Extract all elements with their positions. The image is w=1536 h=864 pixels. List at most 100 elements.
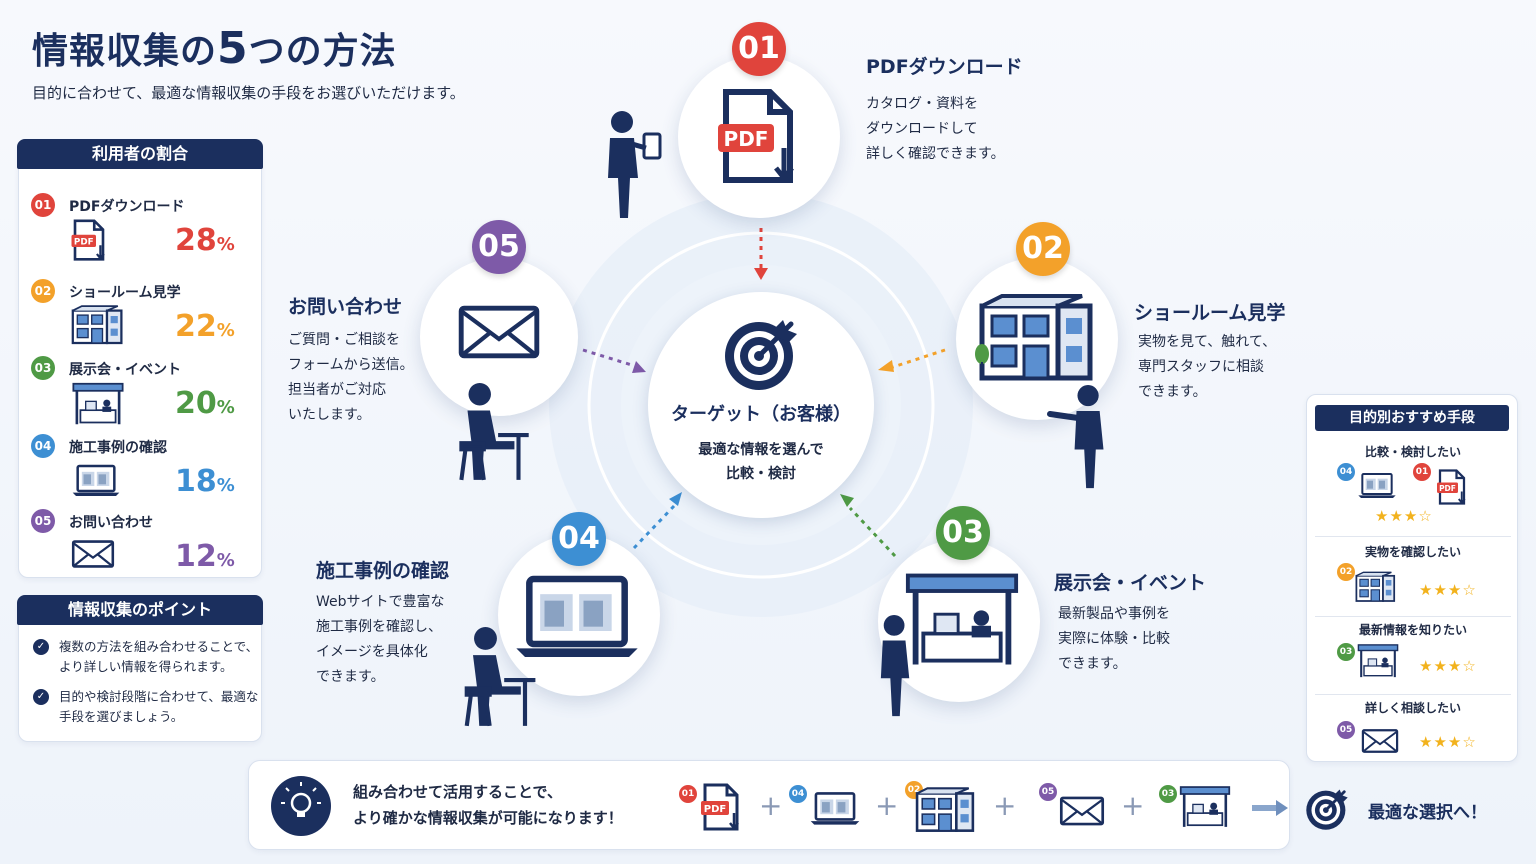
target-title: ターゲット（お客様） [671, 404, 851, 425]
recommend-item: 最新情報を知りたい 03 ★★★☆ [1315, 619, 1511, 695]
usage-percent: 28% [175, 223, 235, 258]
laptop-icon [809, 791, 861, 827]
points-panel: 情報収集のポイント ✓ 複数の方法を組み合わせることで、より詳しい情報を得られま… [17, 595, 263, 742]
booth-icon [1357, 643, 1399, 679]
method-05-circle [420, 258, 578, 416]
method-04-badge: 04 [552, 512, 606, 566]
person-desk-icon [460, 626, 538, 730]
building-icon [915, 787, 977, 833]
final-choice-text: 最適な選択へ！ [1368, 803, 1487, 823]
combination-banner: 組み合わせて活用することで、 より確かな情報収集が可能になります！ 01 + 0… [248, 760, 1290, 850]
target-icon [1304, 786, 1350, 832]
recommend-badge: 02 [1337, 563, 1355, 581]
tree-icon [975, 344, 989, 374]
person-tablet-icon [608, 111, 662, 218]
recommend-item: 詳しく相談したい 05 ★★★☆ [1315, 697, 1511, 761]
arrow-04 [632, 504, 676, 550]
recommend-badge: 04 [1337, 463, 1355, 481]
plus-icon: + [993, 789, 1017, 822]
page-title: 情報収集の5つの方法 [32, 23, 397, 74]
usage-label: PDFダウンロード [69, 199, 185, 215]
method-01-badge: 01 [732, 22, 786, 76]
sequence-badge: 05 [1039, 783, 1057, 801]
recommend-item: 比較・検討したい 04 01 ★★★☆ [1315, 437, 1511, 537]
usage-panel: 利用者の割合 01 PDFダウンロード 28% 02 ショールーム見学 22% … [17, 139, 263, 579]
usage-badge: 04 [31, 434, 55, 458]
rating-stars: ★★★☆ [1375, 507, 1433, 525]
recommend-badge: 01 [1413, 463, 1431, 481]
usage-label: ショールーム見学 [69, 285, 181, 301]
page-subtitle: 目的に合わせて、最適な情報収集の手段をお選びいただけます。 [32, 84, 465, 102]
usage-item-showroom: 02 ショールーム見学 22% [31, 279, 253, 349]
usage-item-exhibition: 03 展示会・イベント 20% [31, 356, 253, 426]
recommend-item: 実物を確認したい 02 ★★★☆ [1315, 541, 1511, 617]
usage-percent: 18% [175, 464, 235, 499]
plus-icon: + [1121, 789, 1145, 822]
lightbulb-icon [271, 776, 331, 836]
building-icon [1355, 571, 1397, 603]
arrow-02 [889, 348, 946, 370]
point-item: ✓ 目的や検討段階に合わせて、最適な手段を選びましょう。 [33, 687, 263, 731]
method-01-title: PDFダウンロード [866, 56, 1023, 78]
usage-percent: 22% [175, 309, 235, 344]
recommend-badge: 03 [1337, 643, 1355, 661]
pdf-icon [701, 783, 741, 831]
target-icon [721, 314, 801, 394]
laptop-icon [1357, 471, 1397, 501]
person-desk-icon [452, 382, 534, 484]
booth-icon [904, 570, 1020, 670]
usage-panel-title: 利用者の割合 [17, 139, 263, 169]
points-panel-title: 情報収集のポイント [17, 595, 263, 625]
mail-icon [1361, 727, 1399, 755]
sequence-badge: 04 [789, 785, 807, 803]
usage-percent: 20% [175, 386, 235, 421]
sequence-badge: 01 [679, 785, 697, 803]
check-icon: ✓ [33, 639, 49, 655]
usage-item-inquiry: 05 お問い合わせ 12% [31, 509, 253, 579]
combination-message: 組み合わせて活用することで、 より確かな情報収集が可能になります！ [353, 783, 623, 827]
target-description: 最適な情報を選んで 比較・検討 [698, 442, 824, 482]
person-standing-icon [880, 614, 910, 717]
pdf-icon [1437, 469, 1467, 505]
usage-label: 施工事例の確認 [69, 440, 167, 456]
method-02-badge: 02 [1016, 222, 1070, 276]
rating-stars: ★★★☆ [1419, 733, 1477, 751]
mail-icon [1059, 795, 1105, 827]
usage-label: お問い合わせ [69, 515, 153, 531]
person-presenting-icon [1047, 384, 1104, 489]
usage-badge: 03 [31, 356, 55, 380]
arrow-05 [582, 348, 636, 368]
plus-icon: + [875, 789, 899, 822]
rating-stars: ★★★☆ [1419, 657, 1477, 675]
usage-label: 展示会・イベント [69, 362, 181, 378]
arrow-03 [848, 506, 897, 558]
check-icon: ✓ [33, 689, 49, 705]
recommend-panel-title: 目的別おすすめ手段 [1315, 405, 1509, 431]
pdf-icon [718, 86, 798, 186]
usage-item-case-studies: 04 施工事例の確認 18% [31, 434, 253, 504]
plus-icon: + [759, 789, 783, 822]
target-customer-circle: ターゲット（お客様） 最適な情報を選んで 比較・検討 [648, 292, 874, 518]
method-05-title: お問い合わせ [288, 296, 403, 318]
usage-badge: 05 [31, 509, 55, 533]
mail-icon [457, 302, 541, 362]
usage-badge: 02 [31, 279, 55, 303]
usage-badge: 01 [31, 193, 55, 217]
method-04-title: 施工事例の確認 [316, 560, 450, 582]
method-05-badge: 05 [472, 220, 526, 274]
method-03-title: 展示会・イベント [1054, 572, 1207, 594]
sequence-badge: 03 [1159, 785, 1177, 803]
usage-item-pdf: 01 PDFダウンロード 28% [31, 193, 253, 263]
point-item: ✓ 複数の方法を組み合わせることで、より詳しい情報を得られます。 [33, 637, 263, 681]
method-03-description: 最新製品や事例を 実際に体験・比較 できます。 [1058, 606, 1170, 672]
method-05-description: ご質問・ご相談を フォームから送信。 担当者がご対応 いたします。 [288, 332, 414, 423]
building-icon [978, 294, 1098, 382]
booth-icon [1179, 783, 1231, 831]
method-04-description: Webサイトで豊富な 施工事例を確認し、 イメージを具体化 できます。 [316, 594, 445, 685]
method-02-title: ショールーム見学 [1134, 302, 1286, 324]
arrow-right-icon [1252, 800, 1288, 816]
recommend-badge: 05 [1337, 721, 1355, 739]
method-03-badge: 03 [936, 506, 990, 560]
usage-percent: 12% [175, 539, 235, 574]
recommend-panel: 目的別おすすめ手段 比較・検討したい 04 01 ★★★☆ 実物を確認したい 0… [1306, 394, 1518, 762]
